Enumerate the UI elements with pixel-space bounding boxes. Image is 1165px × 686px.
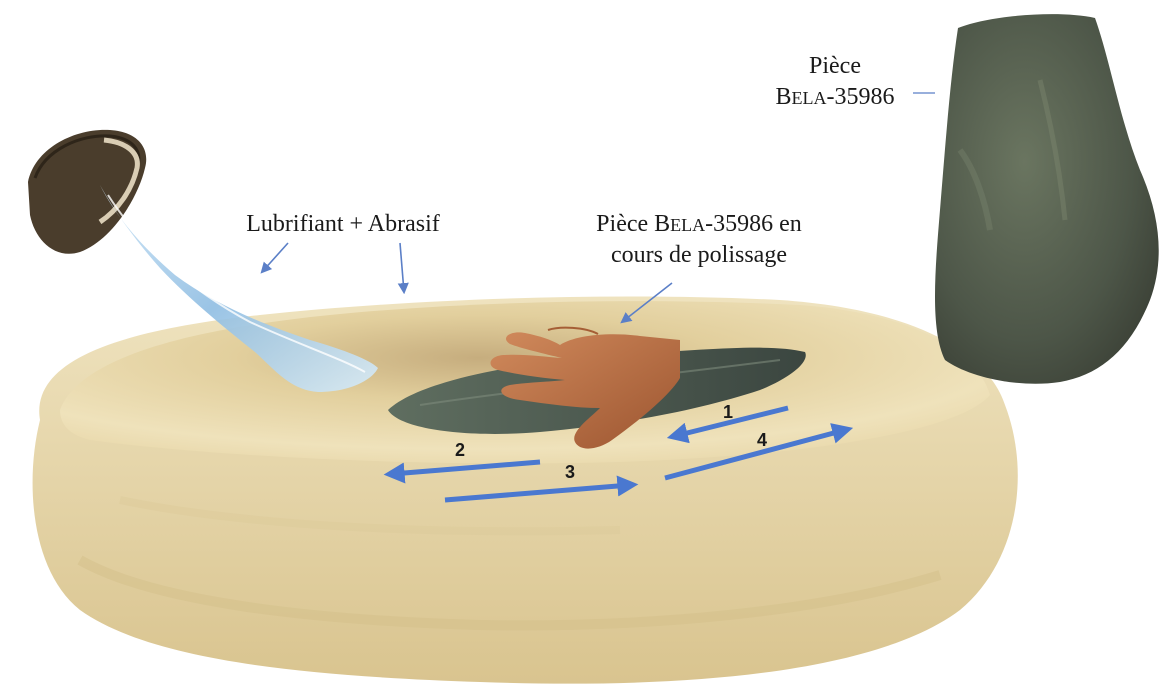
step-label-2: 2 [455,440,465,460]
axe-piece-photo [935,14,1159,384]
label-polishing-line2: cours de polissage [611,242,787,268]
step-label-1: 1 [723,402,733,422]
label-polishing-line1: Pièce BELA-35986 en [596,211,802,237]
label-piece-line2: BELA-35986 [775,84,894,110]
step-label-4: 4 [757,430,767,450]
pointer-lubrifiant [262,243,288,272]
grindstone [33,296,1018,683]
label-piece-line1: Pièce [809,53,861,79]
water-bowl [28,130,146,254]
step-label-3: 3 [565,462,575,482]
pointer-abrasif [400,243,404,292]
label-lubrifiant-abrasif: Lubrifiant + Abrasif [246,211,440,237]
